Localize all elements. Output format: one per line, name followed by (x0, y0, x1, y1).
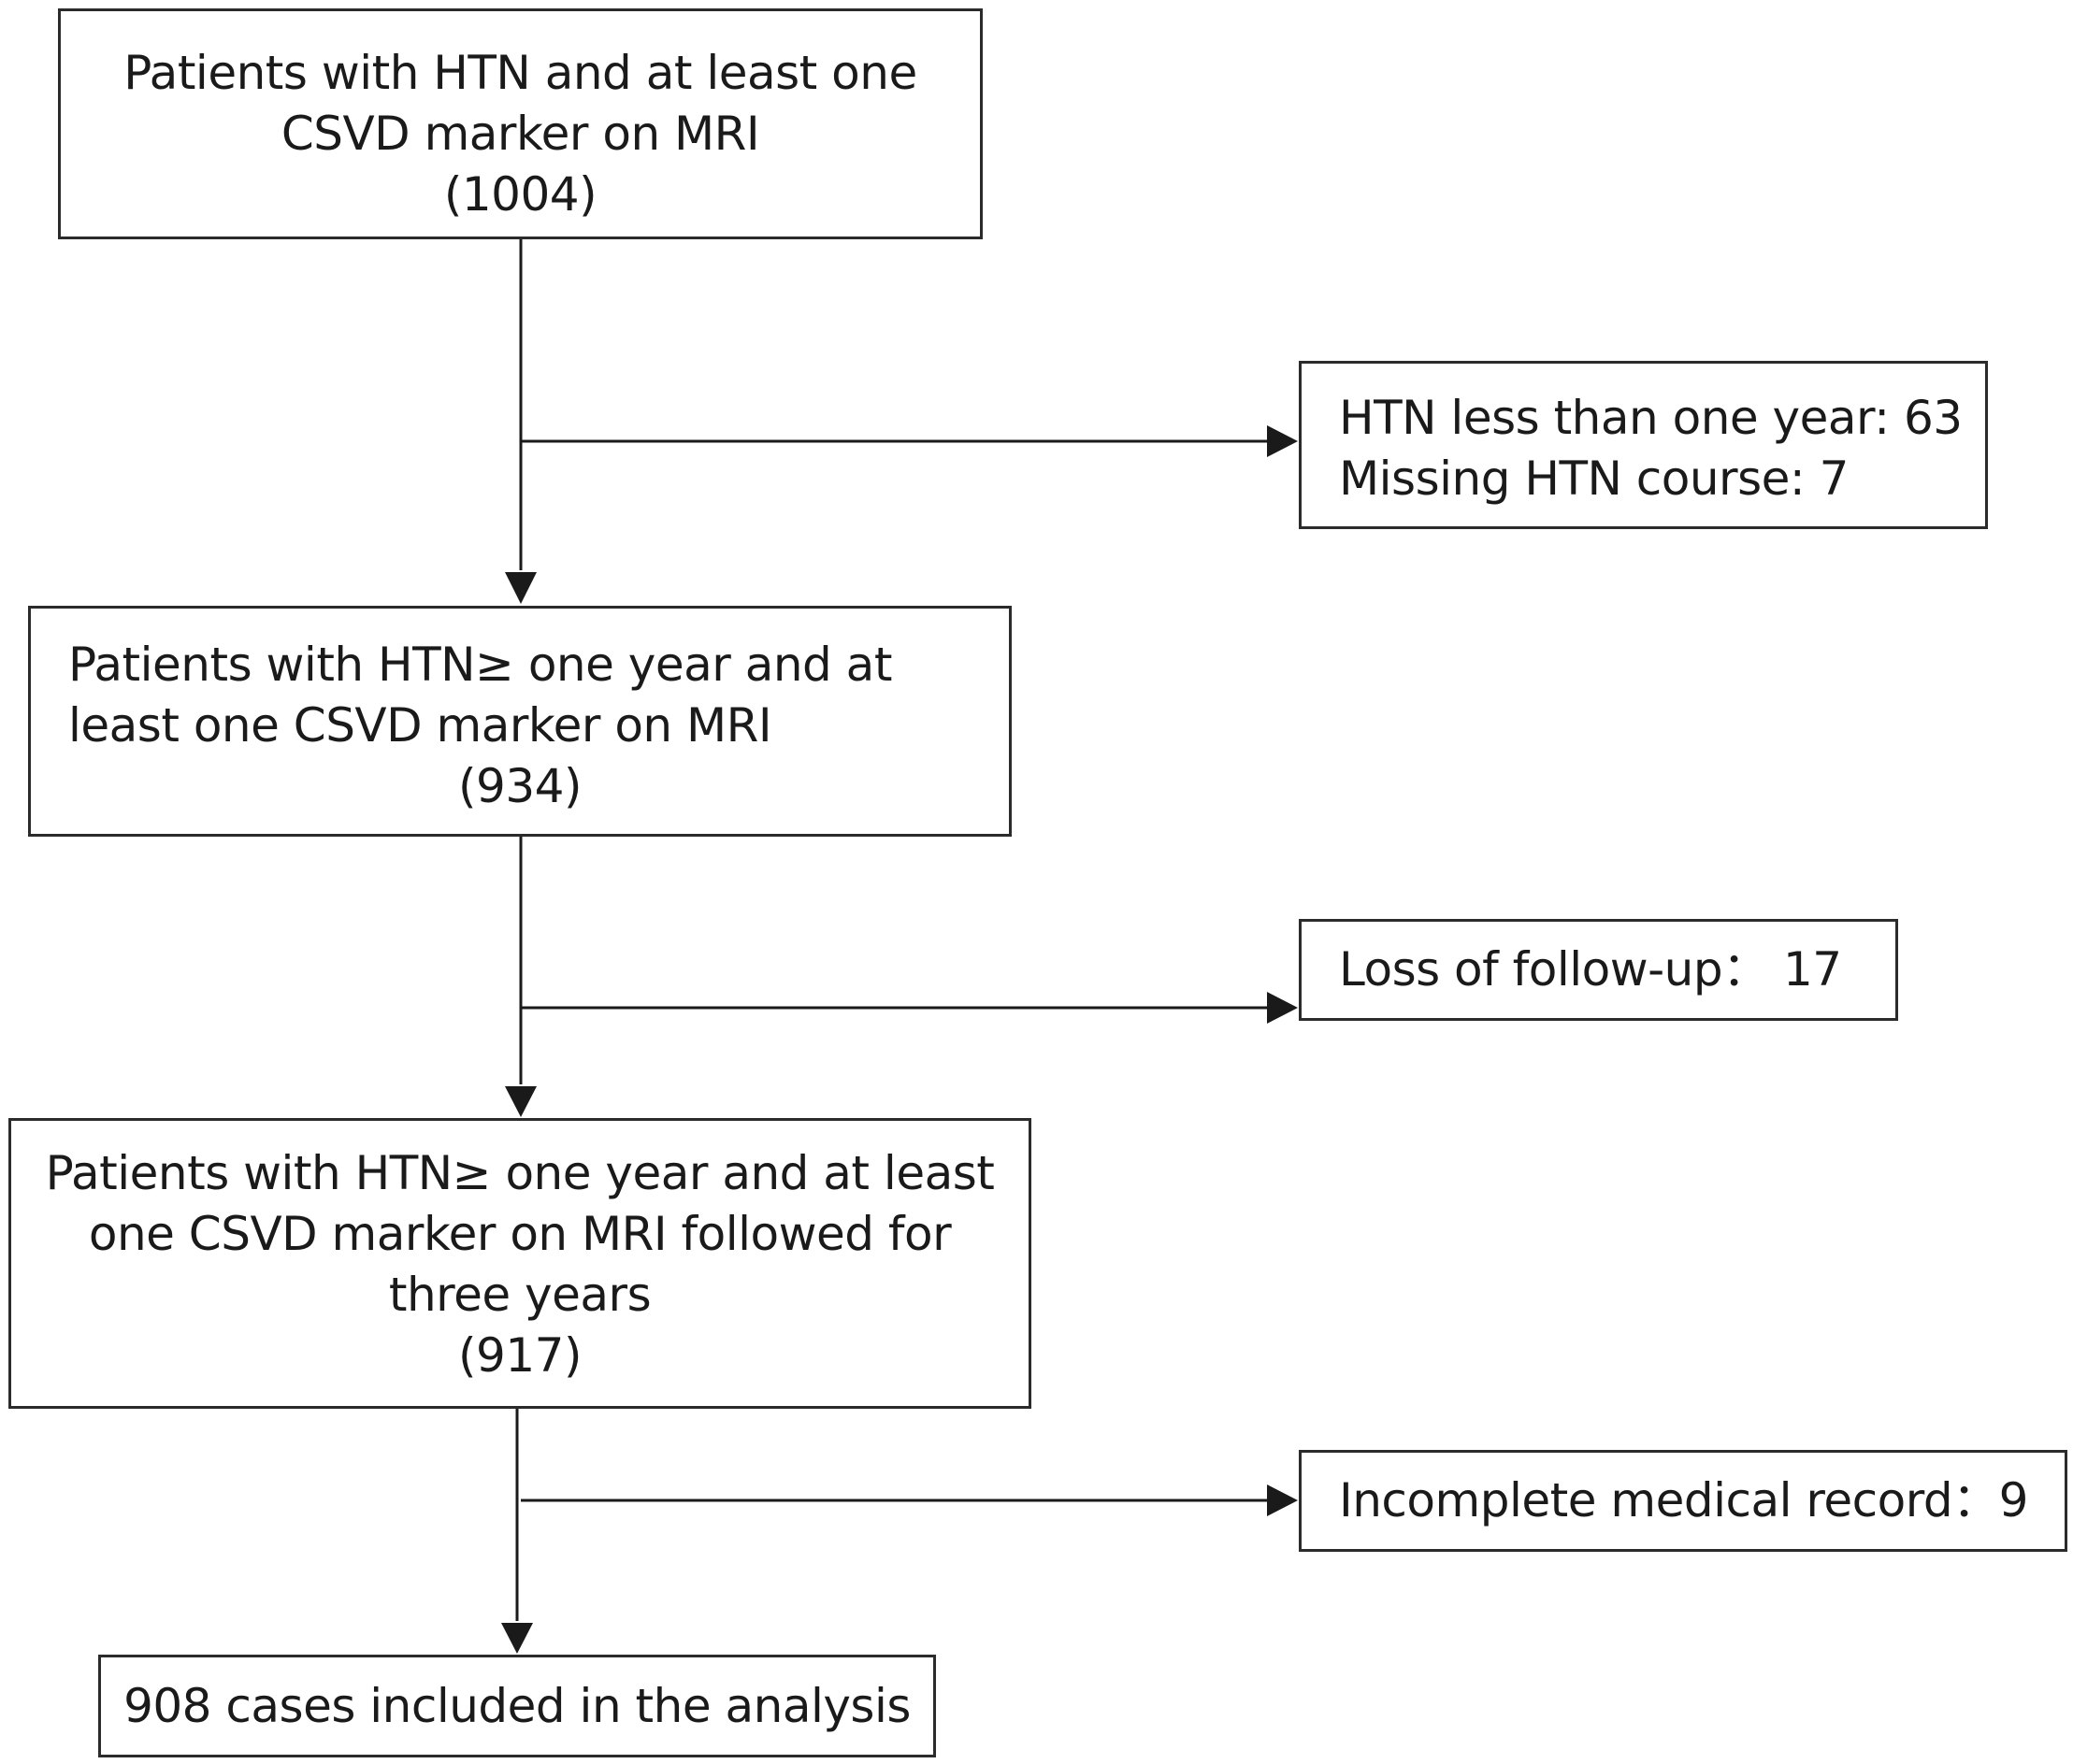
step3-line-3: three years (388, 1268, 652, 1322)
step3-box: Patients with HTN≥ one year and at least… (8, 1118, 1031, 1409)
exclusion3-line-1: Incomplete medical record：9 (1339, 1473, 2028, 1527)
step3-line-2: one CSVD marker on MRI followed for (88, 1207, 952, 1261)
step1-count: (1004) (443, 167, 597, 222)
step1-line-1: Patients with HTN and at least one (123, 46, 917, 100)
step1-box: Patients with HTN and at least one CSVD … (58, 8, 983, 239)
arrowhead-step4 (501, 1623, 533, 1654)
step4-line-1: 908 cases included in the analysis (123, 1679, 911, 1733)
step2-line-1: Patients with HTN≥ one year and at (68, 638, 892, 692)
arrowhead-step2 (505, 572, 537, 604)
step2-count: (934) (458, 759, 582, 813)
arrowhead-step3 (505, 1086, 537, 1117)
exclusion1-line-1: HTN less than one year: 63 (1339, 391, 1963, 445)
exclusion1-box: HTN less than one year: 63 Missing HTN c… (1299, 361, 1988, 529)
exclusion2-box: Loss of follow-up： 17 (1299, 919, 1898, 1021)
exclusion3-box: Incomplete medical record：9 (1299, 1450, 2067, 1552)
step2-box: Patients with HTN≥ one year and at least… (28, 606, 1012, 837)
step1-line-2: CSVD marker on MRI (281, 107, 760, 161)
exclusion2-line-1: Loss of follow-up： 17 (1339, 942, 1842, 997)
arrowhead-exclusion3 (1267, 1484, 1298, 1516)
step2-line-2: least one CSVD marker on MRI (68, 698, 772, 753)
step3-line-1: Patients with HTN≥ one year and at least (45, 1146, 995, 1200)
arrowhead-exclusion2 (1267, 992, 1298, 1024)
step3-count: (917) (458, 1328, 582, 1383)
exclusion1-line-2: Missing HTN course: 7 (1339, 452, 1849, 506)
arrowhead-exclusion1 (1267, 425, 1298, 457)
step4-box: 908 cases included in the analysis (98, 1655, 936, 1757)
